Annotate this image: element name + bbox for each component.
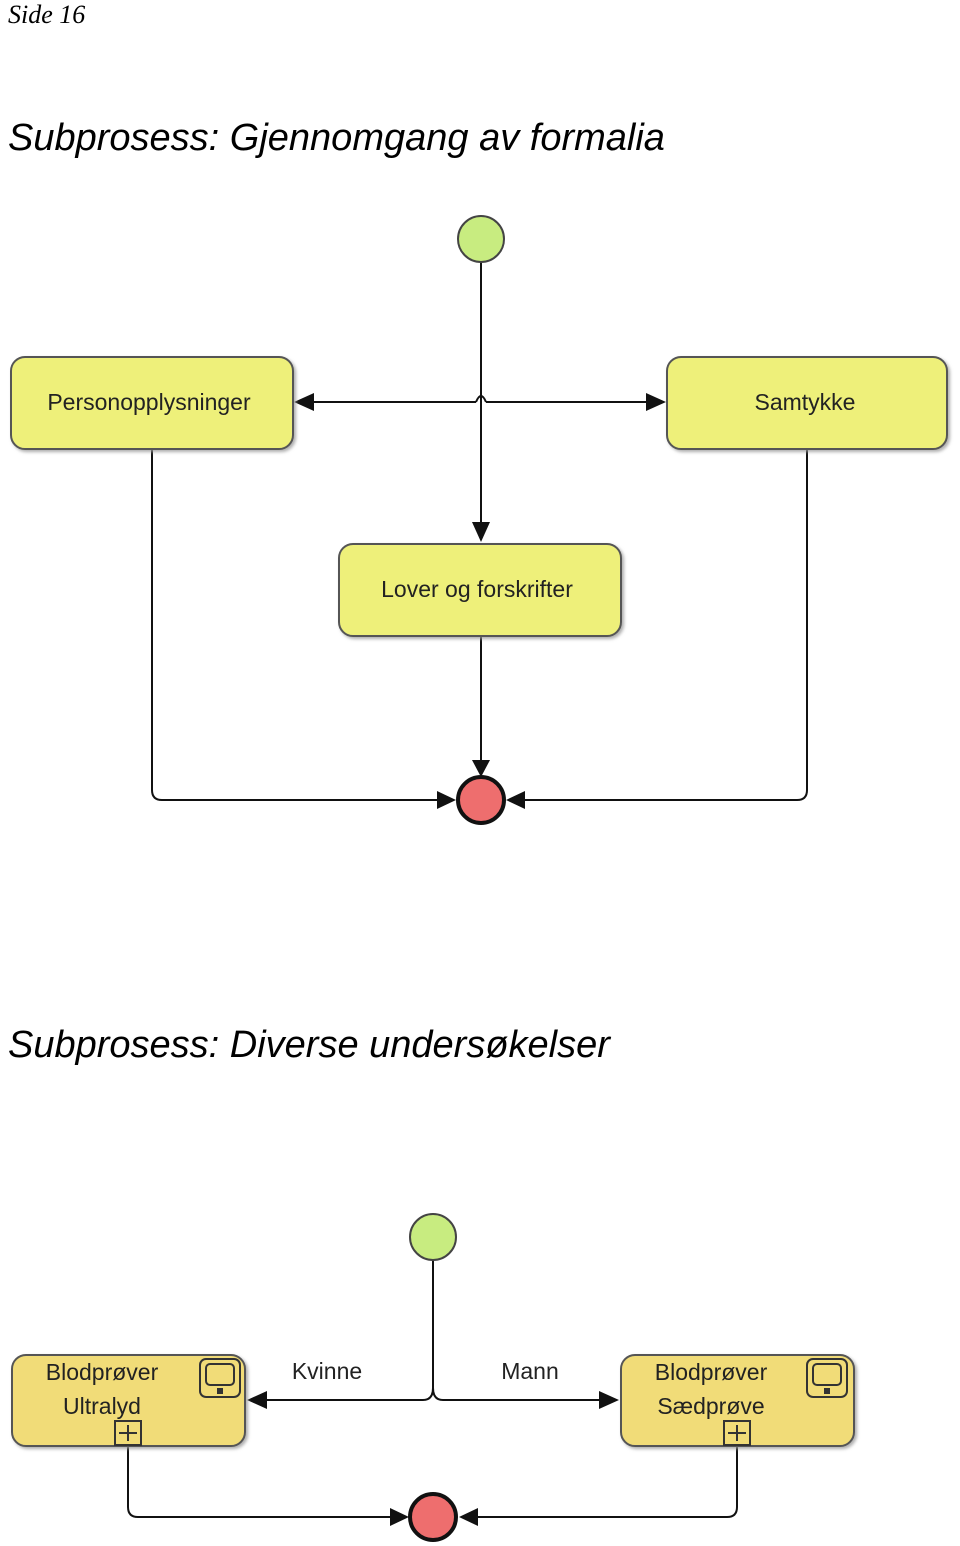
task-label: Samtykke: [755, 389, 856, 415]
task-label-line-2: Sædprøve: [657, 1393, 764, 1419]
task-label: Lover og forskrifter: [381, 576, 573, 602]
edge-label-kvinne: Kvinne: [292, 1358, 362, 1384]
arrow-to-left-task: [247, 1391, 267, 1409]
start-event: [409, 1213, 457, 1261]
arrow-to-samtykke: [646, 393, 666, 411]
arrow-to-end-right: [506, 791, 525, 809]
task-label-line-2: Ultralyd: [63, 1393, 141, 1419]
arrow-to-end-right: [459, 1508, 478, 1526]
subprocess-blodprover-ultralyd: Blodprøver Ultralyd: [11, 1354, 246, 1447]
flow-split-right: [432, 1387, 600, 1401]
end-event: [456, 775, 506, 825]
page-label: Side 16: [8, 0, 86, 29]
gateway-split-curve: [475, 395, 487, 403]
flow-left-to-end: [127, 1446, 392, 1518]
arrow-to-end-left: [437, 791, 456, 809]
expand-icon[interactable]: [114, 1420, 142, 1446]
task-label: Personopplysninger: [47, 389, 251, 415]
arrow-to-personopplysninger: [294, 393, 314, 411]
flow-samtykke-to-end: [524, 450, 808, 801]
task-samtykke: Samtykke: [666, 356, 948, 450]
subprocess-blodprover-saedprove: Blodprøver Sædprøve: [620, 1354, 855, 1447]
diagram-1-title: Subprosess: Gjennomgang av formalia: [8, 117, 665, 159]
diagram-2-title: Subprosess: Diverse undersøkelser: [8, 1024, 610, 1066]
flow-right-to-end: [477, 1446, 738, 1518]
diagram-1: Personopplysninger Samtykke Lover og for…: [10, 215, 948, 825]
task-personopplysninger: Personopplysninger: [10, 356, 294, 450]
arrow-to-lover: [472, 522, 490, 542]
edge-label-mann: Mann: [501, 1358, 559, 1384]
flow-personopplysninger-to-end: [151, 450, 438, 801]
computer-icon: [199, 1358, 241, 1398]
task-lover-og-forskrifter: Lover og forskrifter: [338, 543, 622, 637]
end-event: [408, 1492, 458, 1542]
expand-icon[interactable]: [723, 1420, 751, 1446]
arrow-to-end-left: [390, 1508, 409, 1526]
start-event: [457, 215, 505, 263]
arrow-to-right-task: [599, 1391, 619, 1409]
arrow-to-end-top: [472, 760, 490, 777]
computer-icon: [806, 1358, 848, 1398]
task-label-line-1: Blodprøver: [655, 1359, 768, 1385]
diagram-2: Kvinne Mann Blodprøver Ultralyd Blodprø: [11, 1213, 855, 1542]
task-label-line-1: Blodprøver: [46, 1359, 159, 1385]
